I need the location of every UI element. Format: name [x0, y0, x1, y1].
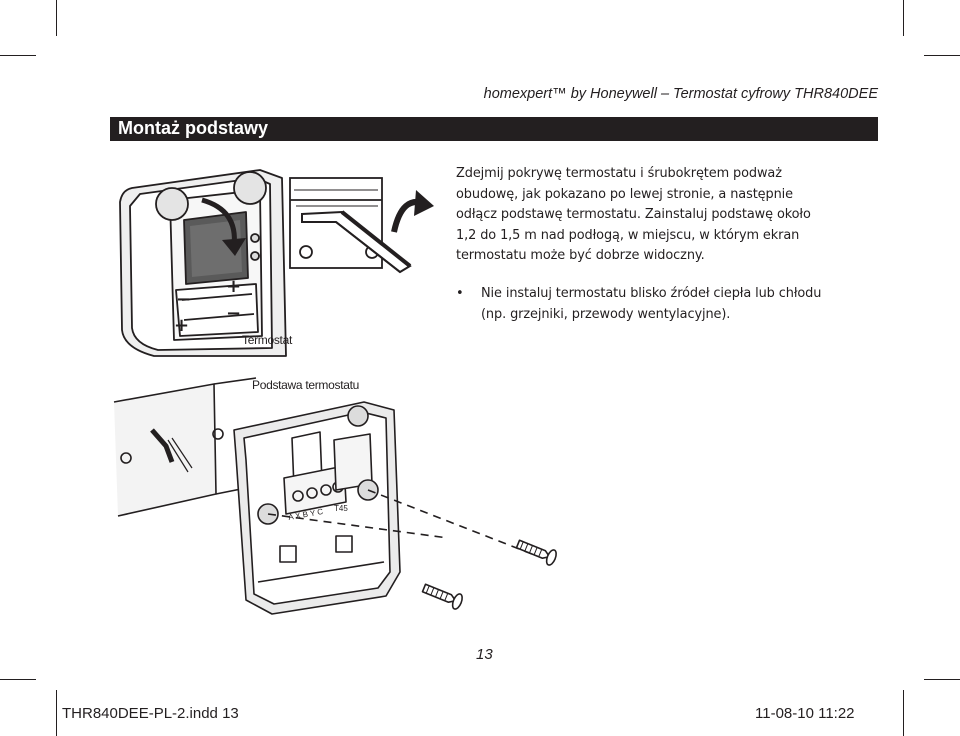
bullet-text: Nie instaluj termostatu blisko źródeł ci… [481, 284, 881, 325]
paragraph-line: Zdejmij pokrywę termostatu i śrubokrętem… [456, 166, 782, 181]
base-illustration [113, 377, 557, 615]
bullet-icon: • [456, 286, 464, 301]
bullet-line: (np. grzejniki, przewody wentylacyjne). [481, 306, 731, 322]
section-title: Montaż podstawy [118, 118, 269, 138]
footer-file-info: THR840DEE-PL-2.indd 13 [62, 705, 239, 722]
model-mark: T45 [334, 504, 348, 513]
battery-minus-bottom: − [226, 303, 242, 324]
thermostat-illustration [119, 169, 434, 357]
crop-mark-right-top [924, 55, 960, 56]
battery-plus-top: + [226, 276, 242, 297]
battery-minus-top: − [176, 289, 192, 310]
crop-mark-left-bottom [0, 679, 36, 680]
paragraph-line: 1,2 do 1,5 m nad podłogą, w miejscu, w k… [456, 227, 800, 243]
crop-mark-bottom-right [903, 690, 904, 736]
battery-plus-bottom: + [174, 315, 190, 336]
paragraph-line: obudowę, jak pokazano po lewej stronie, … [456, 186, 793, 202]
section-bar: Montaż podstawy [110, 117, 878, 141]
thermostat-label: Termostat [242, 333, 292, 347]
paragraph-line: termostatu może być dobrze widoczny. [456, 248, 705, 263]
page-number: 13 [476, 646, 493, 663]
crop-mark-left-top [0, 55, 36, 56]
bullet-line: Nie instaluj termostatu blisko źródeł ci… [481, 286, 822, 301]
crop-mark-top-right [903, 0, 904, 36]
crop-mark-right-bottom [924, 679, 960, 680]
instruction-paragraph: Zdejmij pokrywę termostatu i śrubokrętem… [456, 164, 876, 267]
paragraph-line: odłącz podstawę termostatu. Zainstaluj p… [456, 207, 811, 222]
base-label: Podstawa termostatu [252, 378, 360, 392]
page-header-title: homexpert™ by Honeywell – Termostat cyfr… [483, 86, 878, 102]
crop-mark-bottom-left [56, 690, 57, 736]
footer-datetime: 11-08-10 11:22 [755, 705, 855, 722]
crop-mark-top-left [56, 0, 57, 36]
